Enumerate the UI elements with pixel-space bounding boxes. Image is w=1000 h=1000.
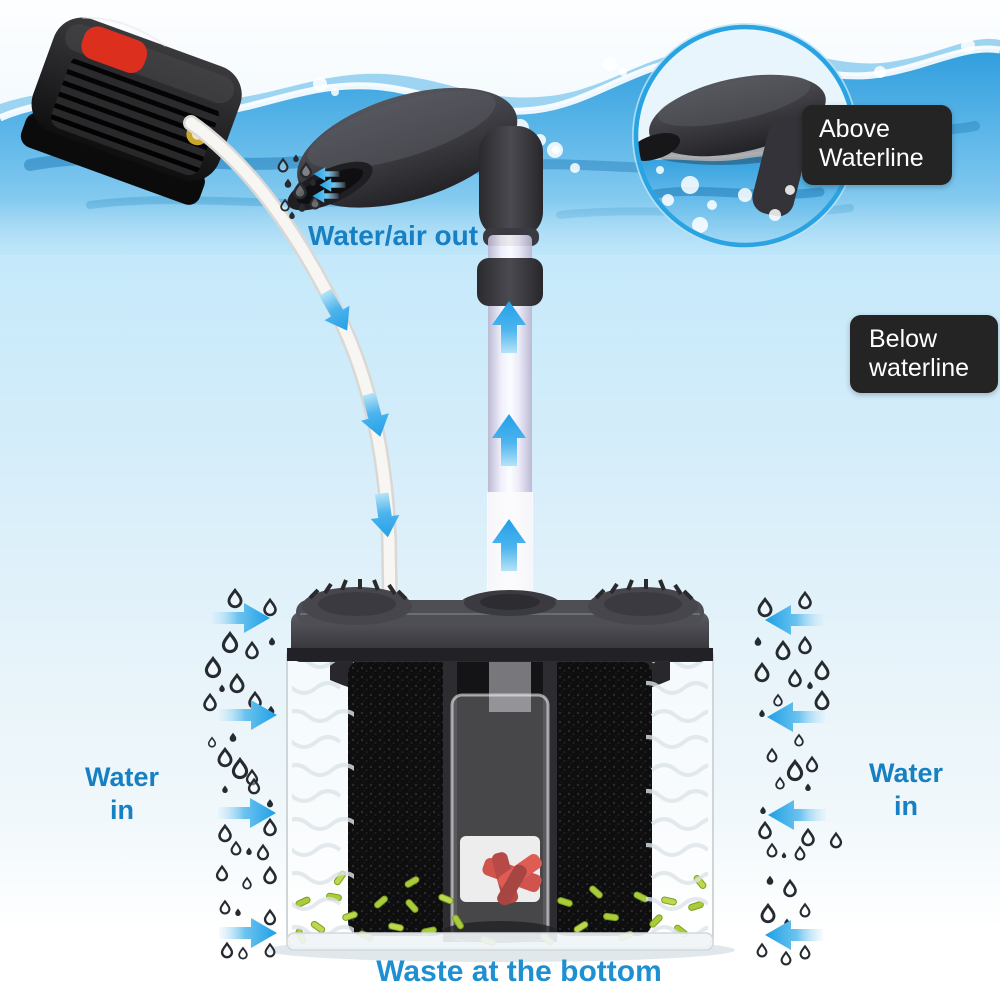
waste-bottom-label: Waste at the bottom xyxy=(376,955,662,988)
lid-cap-right xyxy=(588,579,698,625)
air-pump xyxy=(20,16,242,205)
waste-impeller xyxy=(482,852,542,906)
pump-switch xyxy=(81,26,148,74)
lid-cap-left xyxy=(302,579,412,625)
above-waterline-line1: Above xyxy=(819,115,890,143)
above-waterline-label: Above Waterline xyxy=(802,105,952,185)
water-in-right-line1: Water xyxy=(868,758,943,788)
tube-coupler xyxy=(477,258,543,306)
sponge-right xyxy=(552,660,652,936)
pump-label-arc xyxy=(82,16,167,47)
sponge-left xyxy=(348,660,448,936)
below-waterline-line2: waterline xyxy=(869,354,970,382)
water-in-left-label: Water in xyxy=(57,761,187,827)
wall-texture-right xyxy=(646,650,708,936)
water-in-left-line2: in xyxy=(110,795,134,825)
water-in-right-line2: in xyxy=(894,791,918,821)
wall-texture-left xyxy=(292,650,354,936)
water-in-right-label: Water in xyxy=(841,757,971,823)
water-in-left-line1: Water xyxy=(84,762,159,792)
filter-lid xyxy=(287,579,713,662)
elbow-joint xyxy=(479,126,543,238)
below-waterline-line1: Below xyxy=(869,325,938,353)
water-air-out-label: Water/air out xyxy=(307,220,479,251)
below-waterline-label: Below waterline xyxy=(850,315,998,393)
filter-box xyxy=(265,579,735,962)
center-cup xyxy=(450,693,550,942)
above-waterline-line2: Waterline xyxy=(819,144,924,172)
